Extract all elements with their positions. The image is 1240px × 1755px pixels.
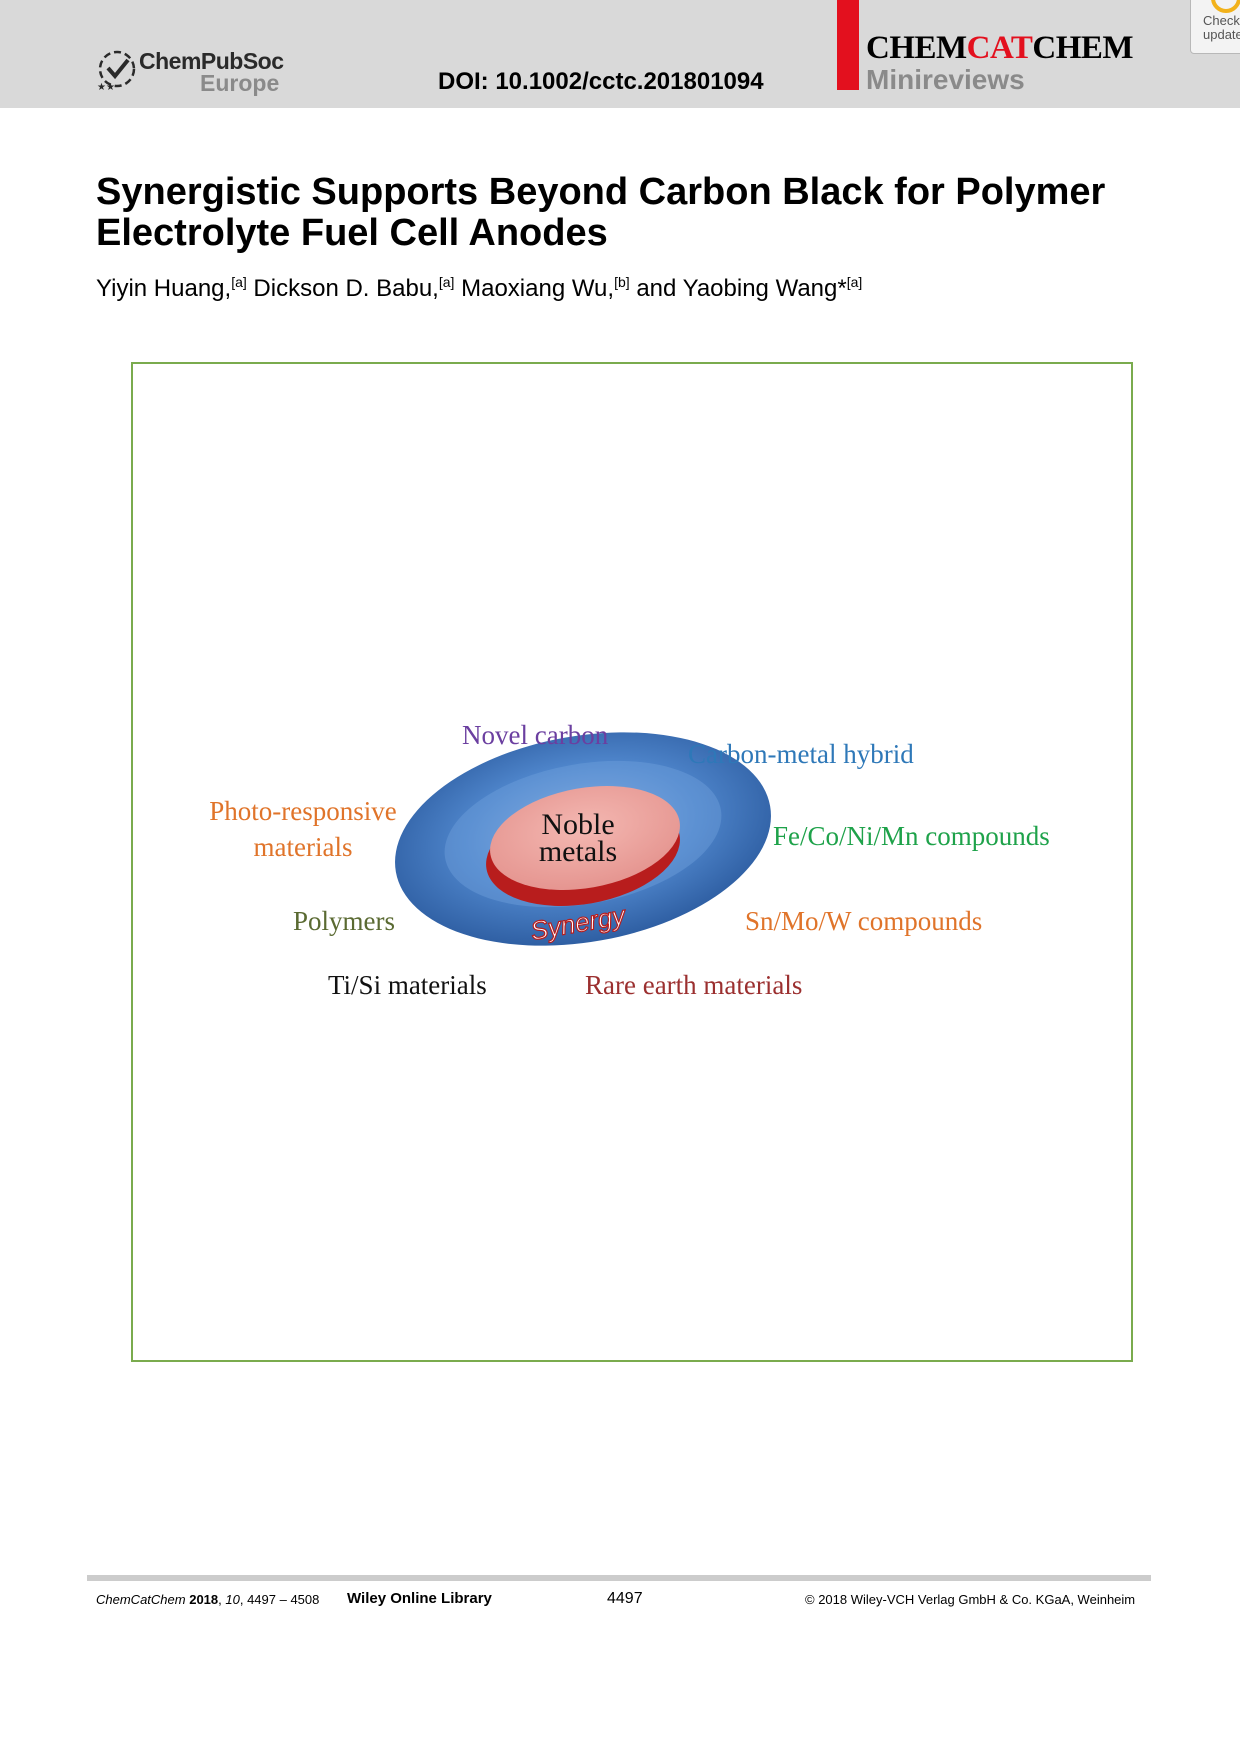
support-label: materials (254, 832, 353, 862)
author-list: Yiyin Huang,[a] Dickson D. Babu,[a] Maox… (96, 274, 862, 303)
support-label: Fe/Co/Ni/Mn compounds (773, 821, 1050, 851)
updates-label: updates (1203, 27, 1240, 42)
author-affiliation: [a] (438, 274, 455, 290)
citation-volume: 10 (225, 1592, 240, 1607)
citation-journal: ChemCatChem (96, 1592, 186, 1607)
support-label: Photo-responsive (209, 796, 397, 826)
author-name: Dickson D. Babu, (246, 275, 439, 302)
section-label: Minireviews (866, 64, 1025, 95)
journal-title-accent: CAT (966, 30, 1033, 66)
header-band (0, 0, 1240, 108)
support-label: Novel carbon (462, 720, 609, 750)
support-label: Sn/Mo/W compounds (745, 906, 982, 936)
journal-title-part: CHEM (1032, 30, 1134, 66)
author-affiliation: [b] (614, 274, 630, 290)
svg-text:★★: ★★ (97, 82, 115, 92)
author-name: Yiyin Huang, (96, 275, 232, 302)
support-label: Rare earth materials (585, 970, 802, 1000)
updates-label: Check for (1203, 13, 1240, 28)
page-number: 4497 (607, 1590, 643, 1607)
publisher-region: Europe (200, 70, 280, 96)
journal-title-part: CHEM (866, 30, 967, 66)
support-label: Carbon-metal hybrid (688, 739, 914, 769)
noble-metal-disk (490, 786, 680, 890)
journal-accent-bar (837, 0, 859, 90)
doi[interactable]: DOI: 10.1002/cctc.201801094 (438, 68, 764, 95)
check-for-updates-button[interactable]: Check for updates (1190, 0, 1240, 54)
support-label: Ti/Si materials (328, 970, 487, 1000)
article-title: Synergistic Supports Beyond Carbon Black… (96, 171, 1106, 254)
updates-icon (1211, 0, 1240, 13)
author-name: and Yaobing Wang* (629, 275, 847, 302)
citation: ChemCatChem 2018, 10, 4497 – 4508 (96, 1592, 320, 1607)
toc-figure: Noble metals Synergy Novel carbon Carbon… (131, 362, 1133, 1362)
footer-rule (87, 1575, 1151, 1581)
publisher-logo[interactable]: ★★ ChemPubSoc Europe (95, 46, 285, 96)
copyright: © 2018 Wiley-VCH Verlag GmbH & Co. KGaA,… (805, 1592, 1136, 1607)
wiley-online-library-link[interactable]: Wiley Online Library (347, 1590, 492, 1607)
center-label: Noble (541, 808, 614, 841)
publisher-name: ChemPubSoc (139, 48, 284, 74)
author-name: Maoxiang Wu, (454, 275, 615, 302)
support-label: Polymers (293, 906, 395, 936)
author-affiliation: [a] (231, 274, 247, 290)
toc-figure-graphic: Noble metals Synergy Novel carbon Carbon… (209, 720, 1050, 1000)
star-circle-icon: ★★ (97, 50, 136, 92)
author-affiliation: [a] (846, 274, 863, 290)
citation-pages: , 4497 – 4508 (239, 1592, 320, 1607)
journal-title: CHEMCATCHEM (866, 30, 1134, 67)
center-label: metals (539, 835, 617, 868)
citation-year: 2018 (189, 1592, 219, 1607)
